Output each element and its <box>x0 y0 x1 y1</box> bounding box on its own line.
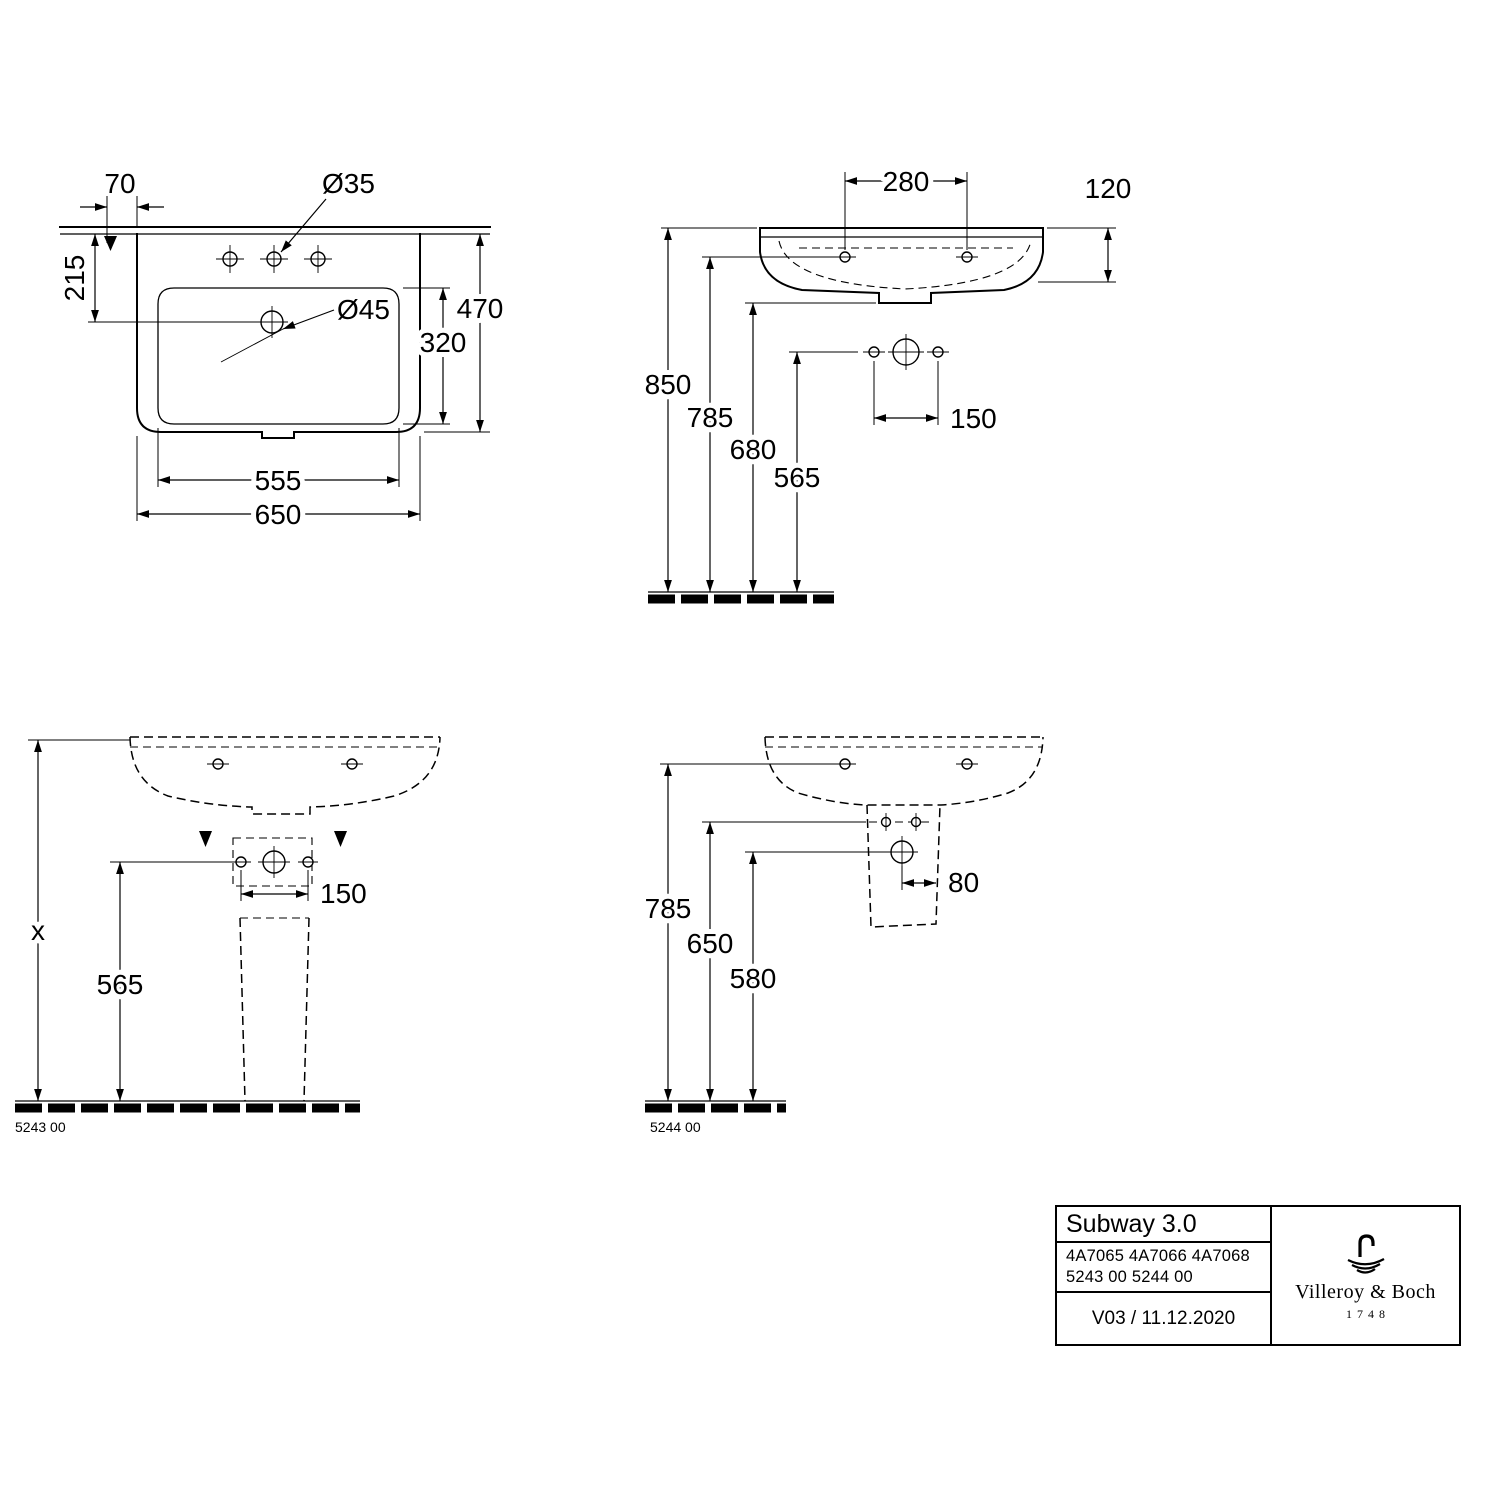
dim-height-x: x <box>26 739 130 1101</box>
floor-line <box>645 1100 786 1113</box>
dim-label-470: 470 <box>457 293 504 324</box>
basin-outline <box>136 233 421 439</box>
height-dims: 850 785 680 565 <box>640 227 876 592</box>
fixing-holes <box>834 758 978 770</box>
tap-hole-callout: Ø35 <box>280 168 375 253</box>
dim-drain-setback: 215 <box>54 234 99 322</box>
wall-reference-arrow <box>104 236 117 251</box>
dim-label-580: 580 <box>730 963 777 994</box>
mounting-arrow-left <box>199 831 212 847</box>
dim-label-565: 565 <box>774 462 821 493</box>
dim-label-80: 80 <box>948 867 979 898</box>
dim-connection-spacing: 150 <box>240 870 367 909</box>
tap-holes <box>216 245 332 273</box>
brand-name: Villeroy & Boch <box>1295 1280 1436 1303</box>
dim-connection-height: 565 <box>92 861 231 1101</box>
wall-line <box>59 226 491 235</box>
connection-holes <box>863 334 949 370</box>
front-view: 280 120 150 850 <box>640 161 1132 604</box>
dim-label-785: 785 <box>687 402 734 433</box>
brand-column: Villeroy & Boch 1748 <box>1272 1207 1459 1344</box>
drain-hole <box>88 306 288 338</box>
dim-label-555: 555 <box>255 465 302 496</box>
fixing-holes <box>834 251 978 263</box>
floor-line <box>648 591 834 604</box>
mounting-arrow-right <box>334 831 347 847</box>
floor-line <box>15 1100 360 1113</box>
dim-label-320: 320 <box>420 327 467 358</box>
dim-edge-distance: 80 <box>901 866 979 898</box>
villeroy-boch-logo-icon <box>1347 1233 1385 1274</box>
dim-apron-height: 120 <box>1038 173 1132 283</box>
dim-bowl-depth: 320 <box>403 287 471 425</box>
dim-label-x: x <box>31 915 45 946</box>
dim-label-280: 280 <box>883 166 930 197</box>
drain-diameter-label: Ø45 <box>337 294 390 325</box>
dim-overall-width: 650 <box>136 436 421 535</box>
version-date: V03 / 11.12.2020 <box>1091 1307 1236 1329</box>
title-block: Subway 3.0 4A7065 4A7066 4A7068 5243 00 … <box>1055 1205 1461 1346</box>
dim-bowl-width: 555 <box>157 428 400 501</box>
part-numbers: 5243 00 5244 00 <box>1057 1266 1270 1293</box>
dim-label-680: 680 <box>730 434 777 465</box>
dim-label-150-pedestal: 150 <box>320 878 367 909</box>
dim-label-565-pedestal: 565 <box>97 969 144 1000</box>
basin-silhouette <box>764 736 1044 806</box>
dim-label-785-half: 785 <box>645 893 692 924</box>
drain-callout: Ø45 <box>220 294 390 363</box>
dim-overall-depth: 470 <box>424 234 508 433</box>
dim-label-850: 850 <box>645 369 692 400</box>
siphon-cover-outline <box>866 804 941 928</box>
dim-connection-spacing: 150 <box>873 361 997 434</box>
pedestal-view: 150 x 565 5243 00 <box>15 736 441 1135</box>
dim-label-150: 150 <box>950 403 997 434</box>
title-block-text-column: Subway 3.0 4A7065 4A7066 4A7068 5243 00 … <box>1057 1207 1272 1344</box>
dim-fixing-spacing: 280 <box>844 161 968 250</box>
product-name: Subway 3.0 <box>1057 1207 1270 1243</box>
tap-hole-diameter-label: Ø35 <box>322 168 375 199</box>
fixing-holes <box>207 758 363 770</box>
dim-label-120: 120 <box>1085 173 1132 204</box>
dim-label-70: 70 <box>104 168 135 199</box>
dim-label-650: 650 <box>255 499 302 530</box>
half-pedestal-view: 80 785 650 580 5244 00 <box>640 736 1044 1135</box>
dim-edge-offset: 70 <box>80 168 164 251</box>
dim-label-650-half: 650 <box>687 928 734 959</box>
plan-view: Ø35 Ø45 70 215 470 320 <box>54 168 508 535</box>
connection-plate <box>231 837 318 887</box>
basin-silhouette <box>129 736 441 815</box>
basin-front-outline <box>759 227 1044 304</box>
article-numbers: 4A7065 4A7066 4A7068 <box>1066 1247 1250 1265</box>
pedestal-outline <box>239 917 310 1102</box>
brand-founded-year: 1748 <box>1346 1306 1390 1321</box>
height-dims: 785 650 580 <box>640 763 889 1101</box>
bowl-outline <box>157 287 400 425</box>
dim-label-215: 215 <box>59 255 90 302</box>
part-number-pedestal: 5243 00 <box>15 1119 66 1135</box>
part-number-half-pedestal: 5244 00 <box>650 1119 701 1135</box>
cover-holes <box>869 813 933 868</box>
